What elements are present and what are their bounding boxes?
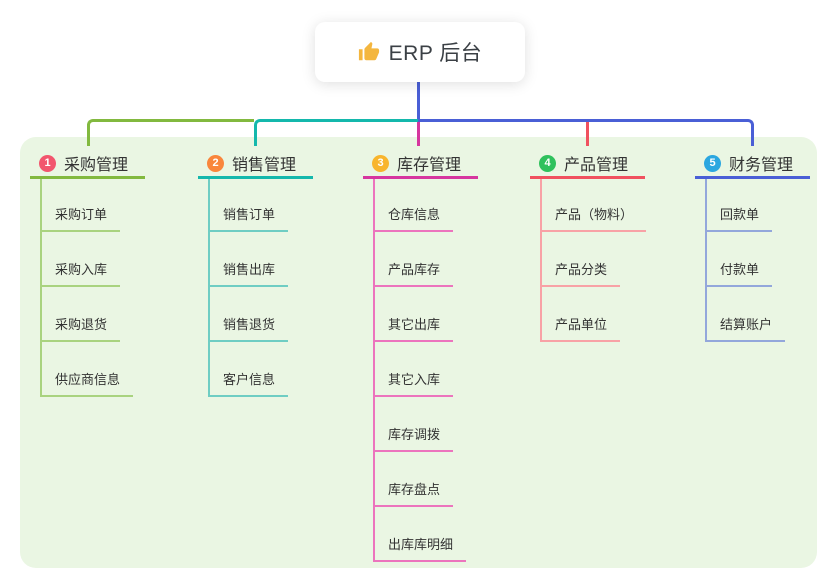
branch-2-number-badge: 2 <box>207 154 224 172</box>
branch-5-number-badge: 5 <box>704 154 721 172</box>
child-node[interactable]: 出库库明细 <box>373 536 467 562</box>
branch-1-header[interactable]: 1 采购管理 <box>30 150 145 179</box>
branch-3-number-badge: 3 <box>372 154 389 172</box>
child-node[interactable]: 产品分类 <box>540 261 621 287</box>
child-node[interactable]: 产品单位 <box>540 316 621 342</box>
branch-2-header[interactable]: 2 销售管理 <box>198 150 313 179</box>
branch-5-child-rail <box>705 179 707 341</box>
child-node[interactable]: 采购订单 <box>40 206 121 232</box>
child-node[interactable]: 回款单 <box>705 206 773 232</box>
connector-branch-3-line <box>417 122 420 146</box>
child-node[interactable]: 客户信息 <box>208 371 289 397</box>
child-node[interactable]: 其它出库 <box>373 316 454 342</box>
connector-root-line <box>417 81 420 120</box>
branch-4-header[interactable]: 4 产品管理 <box>530 150 645 179</box>
connector-branch-4-line <box>586 122 589 146</box>
branch-4-number-badge: 4 <box>539 154 556 172</box>
mindmap-root-node[interactable]: ERP 后台 <box>315 22 525 82</box>
branch-2-title: 销售管理 <box>232 157 297 174</box>
connector-branch-1-line <box>87 119 254 146</box>
child-node[interactable]: 库存调拨 <box>373 426 454 452</box>
branch-5-header[interactable]: 5 财务管理 <box>695 150 810 179</box>
child-node[interactable]: 付款单 <box>705 261 773 287</box>
child-node[interactable]: 销售订单 <box>208 206 289 232</box>
branch-5-title: 财务管理 <box>729 157 794 174</box>
branch-3-title: 库存管理 <box>397 157 462 174</box>
child-node[interactable]: 销售退货 <box>208 316 289 342</box>
branch-3-header[interactable]: 3 库存管理 <box>363 150 478 179</box>
child-node[interactable]: 库存盘点 <box>373 481 454 507</box>
branch-4-child-rail <box>540 179 542 341</box>
child-node[interactable]: 仓库信息 <box>373 206 454 232</box>
child-node[interactable]: 供应商信息 <box>40 371 134 397</box>
child-node[interactable]: 其它入库 <box>373 371 454 397</box>
child-node[interactable]: 产品库存 <box>373 261 454 287</box>
root-node-title: ERP 后台 <box>388 42 483 65</box>
child-node[interactable]: 结算账户 <box>705 316 786 342</box>
branch-2-child-rail <box>208 179 210 396</box>
branch-1-number-badge: 1 <box>39 154 56 172</box>
branch-3-child-rail <box>373 179 375 561</box>
mindmap-background-panel <box>20 137 817 568</box>
child-node[interactable]: 采购入库 <box>40 261 121 287</box>
thumbs-up-icon <box>358 41 379 61</box>
branch-1-title: 采购管理 <box>64 157 129 174</box>
connector-branch-5-line <box>418 119 754 146</box>
child-node[interactable]: 产品（物料） <box>540 206 647 232</box>
branch-4-title: 产品管理 <box>564 157 629 174</box>
child-node[interactable]: 销售出库 <box>208 261 289 287</box>
branch-1-child-rail <box>40 179 42 396</box>
child-node[interactable]: 采购退货 <box>40 316 121 342</box>
connector-branch-2-line <box>254 119 418 146</box>
